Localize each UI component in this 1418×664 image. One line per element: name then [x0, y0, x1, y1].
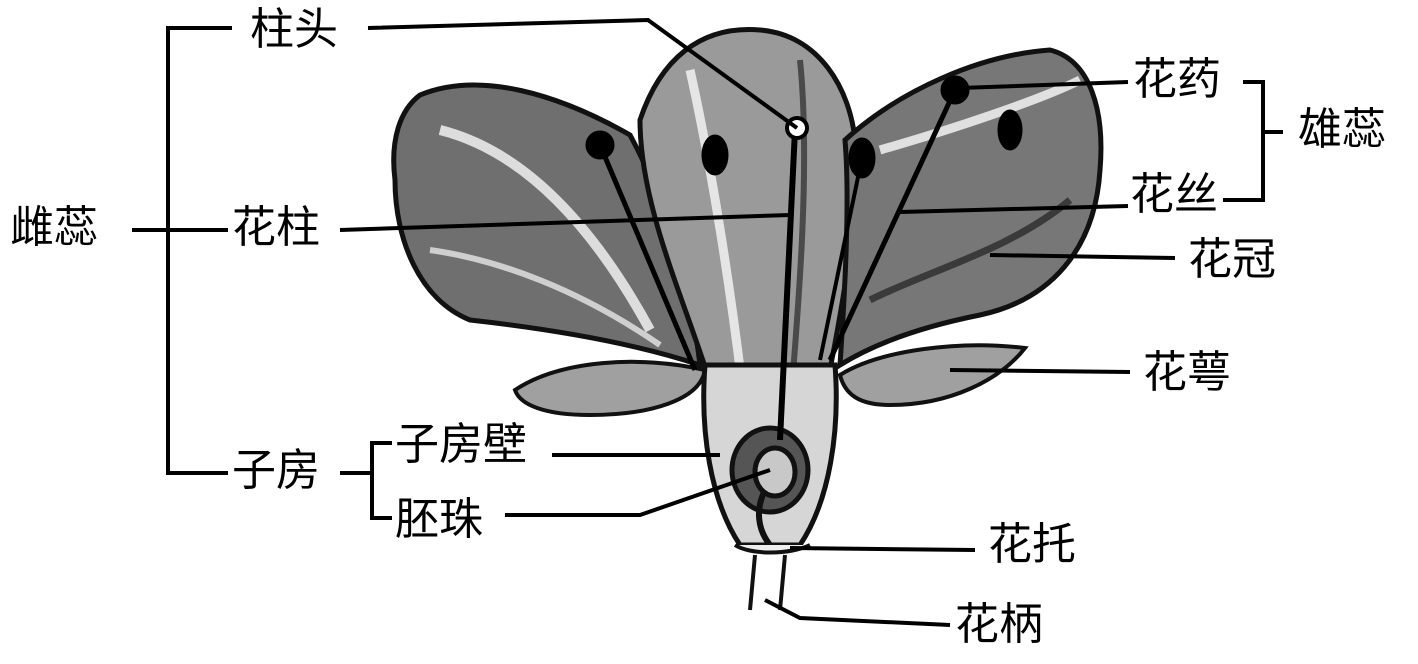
label-pistil: 雌蕊 — [10, 203, 98, 253]
label-stamen: 雄蕊 — [1298, 105, 1386, 155]
label-pedicel: 花柄 — [955, 600, 1043, 650]
label-sepal: 花萼 — [1143, 348, 1231, 398]
label-receptacle: 花托 — [988, 520, 1076, 570]
label-ovary-wall: 子房壁 — [395, 420, 527, 470]
label-stigma: 柱头 — [250, 5, 338, 55]
label-style: 花柱 — [232, 203, 320, 253]
label-ovule: 胚珠 — [395, 495, 483, 545]
label-anther: 花药 — [1133, 55, 1221, 105]
label-ovary: 子房 — [232, 446, 320, 496]
label-filament: 花丝 — [1130, 170, 1218, 220]
label-corolla: 花冠 — [1188, 235, 1276, 285]
